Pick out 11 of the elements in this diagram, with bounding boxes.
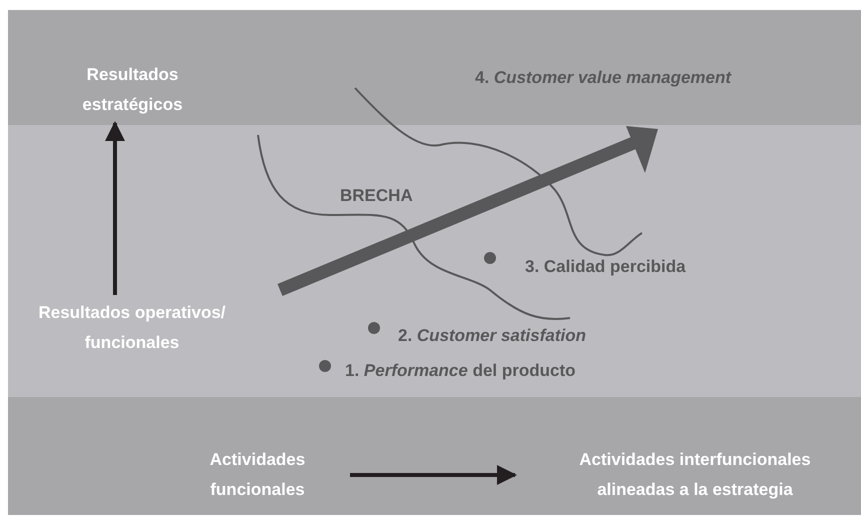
node-text: Resultados operativos/ funcionales — [0, 298, 264, 358]
arrow — [105, 121, 125, 295]
node-text: Actividades funcionales — [170, 445, 345, 505]
node-text: Resultados estratégicos — [40, 60, 225, 120]
list-item: 3. Calidad percibida — [525, 257, 686, 277]
list-item: 1. Performance del producto — [345, 361, 576, 381]
list-item: 4. Customer value management — [475, 68, 732, 88]
arrow — [350, 465, 517, 485]
list-item: 2. Customer satisfation — [398, 326, 586, 346]
gap-label: BRECHA — [340, 186, 413, 206]
node-text: Actividades interfuncionales alineadas a la estrategia — [540, 445, 850, 505]
